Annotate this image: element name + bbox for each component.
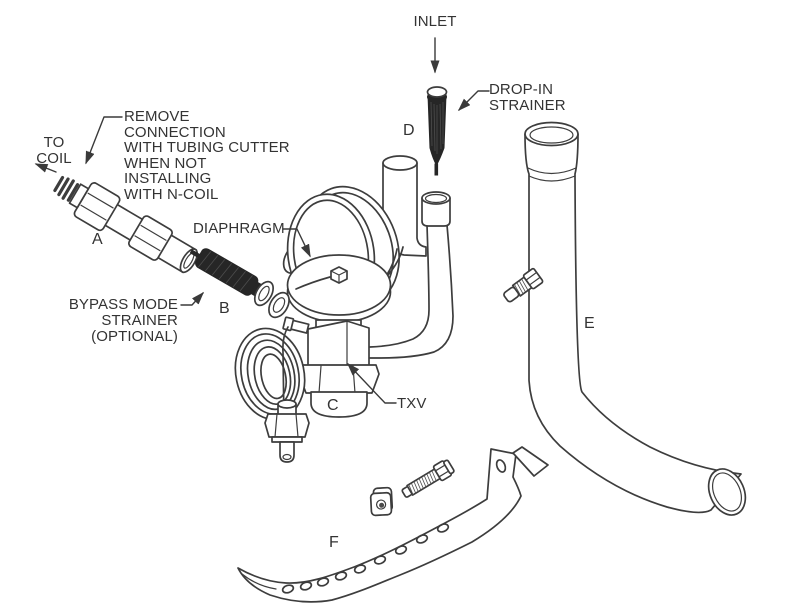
part-letter-d: D: [403, 122, 415, 139]
txv-leader-arrow: [346, 362, 397, 404]
bypass-strainer-b: [189, 248, 274, 307]
mounting-bolt: [401, 459, 455, 498]
inlet-label: INLET: [413, 13, 457, 30]
drop-in-strainer-leader-arrow: [457, 90, 490, 112]
remove-connection-leader-arrow: [85, 116, 123, 165]
diaphragm-leader-arrow: [282, 228, 311, 258]
diaphragm-label: DIAPHRAGM: [193, 220, 285, 237]
part-letter-f: F: [329, 534, 339, 551]
to-coil-label: TO COIL: [36, 134, 72, 167]
txv-valve-c: [234, 155, 454, 463]
mounting-bracket-f: [237, 446, 549, 603]
remove-connection-note: REMOVE CONNECTION WITH TUBING CUTTER WHE…: [124, 108, 290, 203]
part-letter-c: C: [327, 397, 339, 414]
equalizer-fitting: [264, 399, 310, 463]
fitting-a: [53, 175, 199, 274]
drop-in-strainer-d: [426, 86, 448, 176]
part-letter-e: E: [584, 315, 595, 332]
bypass-strainer-leader-arrow: [180, 291, 205, 306]
service-port-fitting: [503, 267, 544, 303]
part-letter-a: A: [92, 231, 103, 248]
drop-in-strainer-label: DROP-IN STRAINER: [489, 81, 566, 114]
part-letter-b: B: [219, 300, 230, 317]
square-nut: [369, 486, 394, 517]
bypass-strainer-label: BYPASS MODE STRAINER (OPTIONAL): [68, 296, 178, 345]
txv-label: TXV: [397, 395, 427, 412]
suction-tube-e: [503, 121, 747, 516]
capillary-coil: [234, 327, 306, 421]
to-coil-arrow: [34, 163, 57, 173]
